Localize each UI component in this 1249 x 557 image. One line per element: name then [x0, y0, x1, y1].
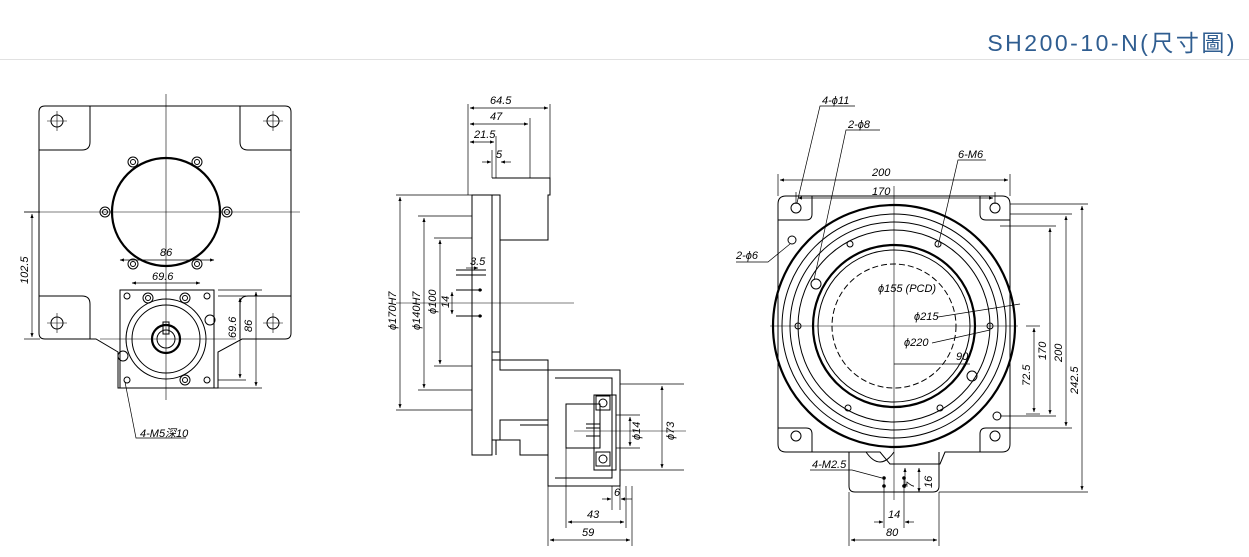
dim-242-5: 242.5	[1069, 366, 1081, 395]
dim-6: 6	[614, 487, 621, 499]
dim-phi215: ϕ215	[914, 311, 939, 323]
dim-5: 5	[496, 149, 503, 161]
page-header: SH200-10-N(尺寸圖)	[0, 0, 1249, 60]
dim-86-top: 86	[160, 247, 173, 259]
side-dimensions: 64.5 47 21.5 5 3.5 ϕ170H7 ϕ140H7	[387, 95, 684, 546]
dim-14-bottom: 14	[888, 509, 900, 521]
header-divider	[0, 59, 1249, 60]
dim-43: 43	[587, 509, 600, 521]
dim-16: 16	[923, 475, 935, 488]
dim-86-side: 86	[243, 319, 255, 332]
dim-59: 59	[582, 527, 594, 539]
drawing-title: SH200-10-N(尺寸圖)	[987, 30, 1237, 56]
top-view: 200 170 4-ϕ11 2-ϕ8 6-M6 2-ϕ6 4-M2.5 ϕ155…	[735, 95, 1088, 546]
dim-phi73: ϕ73	[665, 421, 677, 440]
side-view: 64.5 47 21.5 5 3.5 ϕ170H7 ϕ140H7	[387, 95, 686, 546]
top-base-plate	[777, 195, 1011, 465]
callout-6-m6: 6-M6	[958, 149, 984, 161]
dim-7: 7	[905, 481, 917, 488]
dim-170h7: ϕ170H7	[387, 291, 399, 330]
dim-phi100: ϕ100	[427, 289, 439, 314]
top-corner-holes	[787, 202, 1002, 442]
callout-4-phi11: 4-ϕ11	[822, 95, 849, 107]
dim-69-6-top: 69.6	[152, 271, 174, 283]
dim-170-side: 170	[1037, 341, 1049, 360]
front-motor-flange	[119, 289, 215, 389]
dim-21-5: 21.5	[473, 129, 496, 141]
callout-4-m5: 4-M5深10	[140, 427, 189, 440]
dim-pcd155: ϕ155 (PCD)	[878, 283, 936, 295]
dim-102-5: 102.5	[19, 256, 31, 284]
dim-140h7: ϕ140H7	[411, 291, 423, 330]
dim-69-6-side: 69.6	[227, 316, 239, 338]
front-corner-holes	[47, 111, 283, 333]
dim-3-5: 3.5	[470, 256, 486, 268]
dim-170-top: 170	[872, 186, 891, 198]
callout-2-phi6: 2-ϕ6	[735, 250, 759, 262]
callout-2-phi8: 2-ϕ8	[847, 119, 871, 131]
dim-200-side: 200	[1053, 343, 1065, 363]
dim-200-top: 200	[871, 167, 891, 179]
callout-4-m2-5: 4-M2.5	[812, 459, 847, 471]
front-dimensions: 86 69.6 102.5 69.6 86 4-M5深10	[19, 211, 262, 440]
front-view: 86 69.6 102.5 69.6 86 4-M5深10	[19, 94, 300, 440]
front-flange-holes	[117, 292, 216, 386]
dim-phi220: ϕ220	[904, 337, 929, 349]
dim-72-5: 72.5	[1021, 364, 1033, 386]
dim-64-5: 64.5	[490, 95, 512, 107]
dim-47: 47	[490, 111, 503, 123]
angle-90: 90	[956, 351, 969, 363]
top-dimensions: 200 170 4-ϕ11 2-ϕ8 6-M6 2-ϕ6 4-M2.5 ϕ155…	[735, 95, 1088, 546]
dim-phi14: ϕ14	[631, 422, 643, 440]
dim-14-side: 14	[440, 296, 452, 308]
side-main-body	[471, 194, 493, 456]
dim-80: 80	[886, 527, 899, 539]
